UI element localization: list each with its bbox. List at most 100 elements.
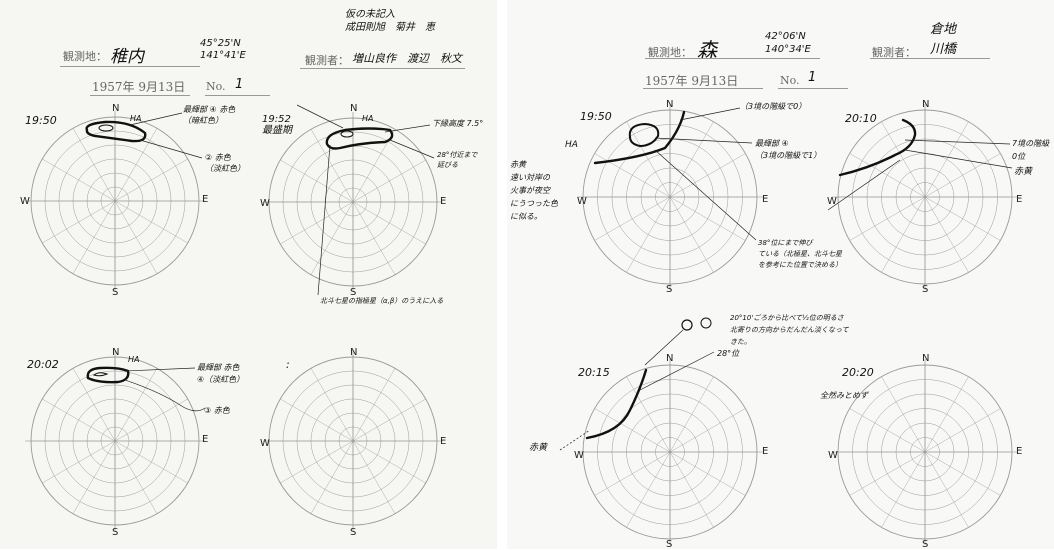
south-label: S xyxy=(350,287,357,298)
site-label: 観測地： xyxy=(648,46,692,59)
azimuth-line xyxy=(849,408,926,453)
date: 1957年 9月13日 xyxy=(92,80,186,94)
annotation: 赤黄 xyxy=(1014,167,1033,177)
annotation: 最輝部 赤色 ④（淡紅色） xyxy=(197,363,245,384)
azimuth-line xyxy=(352,201,396,275)
annotation: 赤黄 遠い対岸の 火事が夜空 にうつった色 に似る。 xyxy=(510,160,558,221)
azimuth-line xyxy=(72,368,116,442)
azimuth-line xyxy=(352,440,396,514)
leader-line xyxy=(129,112,183,126)
no-label: No. xyxy=(206,80,226,93)
west-label: W xyxy=(827,196,837,207)
azimuth-line xyxy=(881,376,926,453)
site-coords: 42°06'N 140°34'E xyxy=(765,31,811,55)
annotation: 7境の階級 0位 xyxy=(1012,139,1050,161)
south-label: S xyxy=(922,284,929,295)
aurora-arc xyxy=(838,118,917,177)
plot-time: 20:10 xyxy=(845,112,877,125)
aurora-patch xyxy=(85,120,147,143)
azimuth-line xyxy=(626,196,671,273)
annotation: 20°10'ごろから比べて½位の明るさ 北寄りの方向からだんだん淡くなって きた… xyxy=(730,314,849,346)
annotation: 28°付近まで 延びる xyxy=(437,151,478,169)
azimuth-line xyxy=(72,128,116,202)
azimuth-line xyxy=(626,121,671,198)
observer-label: 観測者： xyxy=(872,46,916,59)
azimuth-line xyxy=(280,159,354,203)
azimuth-line xyxy=(594,153,671,198)
north-label: N xyxy=(112,103,120,114)
azimuth-line xyxy=(114,440,158,514)
date: 1957年 9月13日 xyxy=(645,74,739,88)
observer-value: 増山良作 渡辺 秋文 xyxy=(352,52,462,65)
annotation: 北斗七星の指極星（α,β）のうえに入る xyxy=(320,297,444,305)
east-label: E xyxy=(762,446,769,457)
north-label: N xyxy=(350,103,358,114)
leader-line xyxy=(654,137,753,144)
azimuth-line xyxy=(310,201,354,275)
leader-line xyxy=(384,124,431,133)
azimuth-line xyxy=(352,159,426,203)
leader-line xyxy=(644,329,684,366)
leader-line xyxy=(654,149,757,241)
azimuth-line xyxy=(669,121,714,198)
azimuth-line xyxy=(114,200,188,244)
observation-sheet-left xyxy=(0,0,497,549)
annotation: ③ 赤色 xyxy=(204,406,230,415)
north-label: N xyxy=(350,347,358,358)
annotation: 最輝部 ④ （3境の階級で1） xyxy=(755,139,822,160)
azimuth-line xyxy=(114,128,158,202)
north-label: N xyxy=(922,353,930,364)
azimuth-line xyxy=(924,153,1001,198)
aurora-arc xyxy=(593,110,686,165)
azimuth-line xyxy=(669,196,746,241)
azimuth-line xyxy=(924,196,1001,241)
azimuth-line xyxy=(42,398,116,442)
azimuth-line xyxy=(924,451,969,528)
plot-time: 19:52 最盛期 xyxy=(262,114,292,136)
plot-time: 20:20 xyxy=(842,366,874,379)
azimuth-line xyxy=(924,451,1001,496)
north-label: N xyxy=(666,353,674,364)
azimuth-line xyxy=(626,376,671,453)
west-label: W xyxy=(828,450,838,461)
aurora-core xyxy=(628,122,660,148)
annotation: （3境の階級で0） xyxy=(740,102,807,111)
azimuth-line xyxy=(849,196,926,241)
date-underline xyxy=(90,95,190,96)
annotation: 赤黄 xyxy=(529,443,548,453)
west-label: W xyxy=(260,438,270,449)
annotation: 38°位にまで伸び ている（北極星、北斗七星 を参考にた位置で決める） xyxy=(758,239,842,269)
aurora-core xyxy=(92,372,109,377)
azimuth-line xyxy=(669,153,746,198)
observer-note: 仮の未記入 成田則旭 菊井 恵 xyxy=(345,9,435,33)
aurora-patch xyxy=(325,127,394,150)
annotation: 最輝部 ④ 赤色 （暗紅色） xyxy=(183,105,236,125)
leader-line xyxy=(904,149,1013,169)
leader-line xyxy=(639,351,715,391)
leader-line xyxy=(827,159,901,211)
azimuth-line xyxy=(42,158,116,202)
west-label: W xyxy=(574,450,584,461)
azimuth-line xyxy=(114,368,158,442)
no-underline xyxy=(205,95,270,96)
azimuth-line xyxy=(280,201,354,245)
azimuth-line xyxy=(42,440,116,484)
no-label: No. xyxy=(780,74,800,87)
south-label: S xyxy=(922,539,929,550)
azimuth-line xyxy=(849,153,926,198)
annotation: 28°位 xyxy=(717,349,740,358)
annotation: ② 赤色 （淡紅色） xyxy=(205,153,245,173)
azimuth-line xyxy=(849,451,926,496)
ha-label: HA xyxy=(565,140,578,150)
azimuth-line xyxy=(114,158,188,202)
leader-line xyxy=(139,139,203,159)
leader-line xyxy=(679,107,741,121)
azimuth-line xyxy=(352,368,396,442)
aurora-core xyxy=(340,130,354,138)
site-value: 稚内 xyxy=(110,47,144,67)
azimuth-line xyxy=(114,200,158,274)
east-label: E xyxy=(762,194,769,205)
plot-time: 19:50 xyxy=(25,114,57,127)
south-label: S xyxy=(666,539,673,550)
plot-time: 19:50 xyxy=(580,110,612,123)
